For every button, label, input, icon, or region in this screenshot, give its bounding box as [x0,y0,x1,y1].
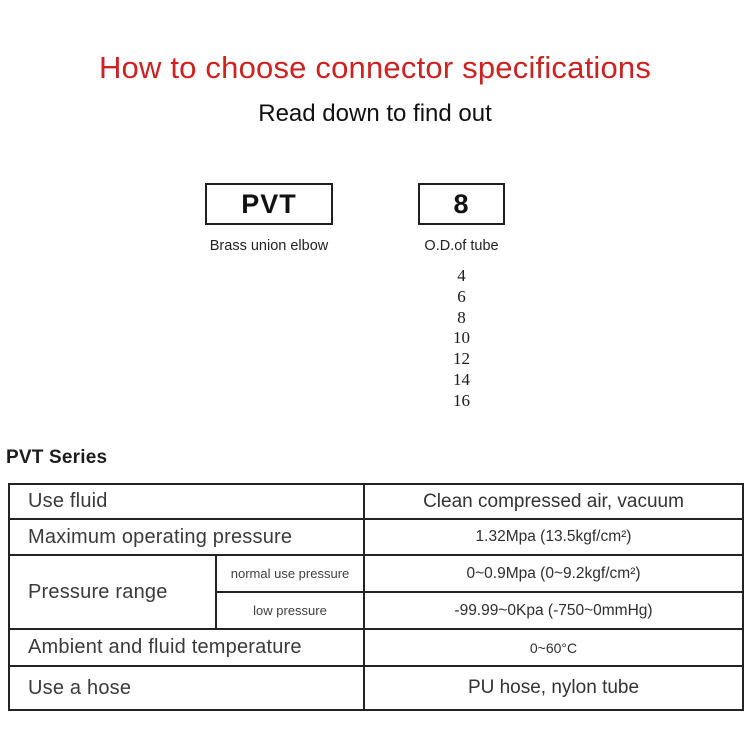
tube-size-option: 10 [453,328,470,348]
page-title: How to choose connector specifications [98,50,652,85]
spec-row-temperature: Ambient and fluid temperature 0~60°C [8,628,744,667]
spec-row-pressure-range-low: low pressure -99.99~0Kpa (-750~0mmHg) [9,591,744,630]
spec-label: Pressure range [8,554,217,630]
spec-sub-label: low pressure [215,591,365,630]
spec-label: Use a hose [8,665,365,711]
spec-value: 0~60°C [363,628,744,667]
spec-value: -99.99~0Kpa (-750~0mmHg) [363,591,744,630]
tube-size-options: 4 6 8 10 12 14 16 [398,266,525,412]
spec-value: 0~0.9Mpa (0~9.2kgf/cm²) [363,554,744,593]
spec-row-pressure-range-normal: Pressure range normal use pressure 0~0.9… [8,554,744,630]
spec-label: Use fluid [8,483,365,520]
spec-label: Ambient and fluid temperature [8,628,365,667]
model-box-caption: Brass union elbow [209,238,329,254]
tube-size-option: 8 [457,307,466,327]
tube-size-option: 4 [457,266,466,285]
spec-sub-label: normal use pressure [215,554,365,593]
size-box-caption: O.D.of tube [424,238,499,254]
tube-size-label: 8 [453,188,470,219]
series-heading: PVT Series [6,447,108,468]
spec-row-use-fluid: Use fluid Clean compressed air, vacuum [8,483,744,520]
page-subtitle: Read down to find out [258,100,492,127]
spec-value: Clean compressed air, vacuum [363,483,744,520]
spec-row-hose: Use a hose PU hose, nylon tube [8,665,744,711]
tube-size-option: 16 [453,390,470,410]
model-code-label: PVT [241,188,297,219]
spec-value: PU hose, nylon tube [363,665,744,711]
model-code-box: PVT [205,183,333,225]
tube-size-option: 6 [457,286,466,306]
tube-size-option: 14 [453,369,470,389]
spec-label: Maximum operating pressure [8,518,365,556]
spec-row-max-pressure: Maximum operating pressure 1.32Mpa (13.5… [8,518,744,556]
spec-value: 1.32Mpa (13.5kgf/cm²) [363,518,744,556]
tube-size-box: 8 [418,183,505,225]
spec-table: Use fluid Clean compressed air, vacuum M… [8,483,744,711]
tube-size-option: 12 [453,349,470,369]
